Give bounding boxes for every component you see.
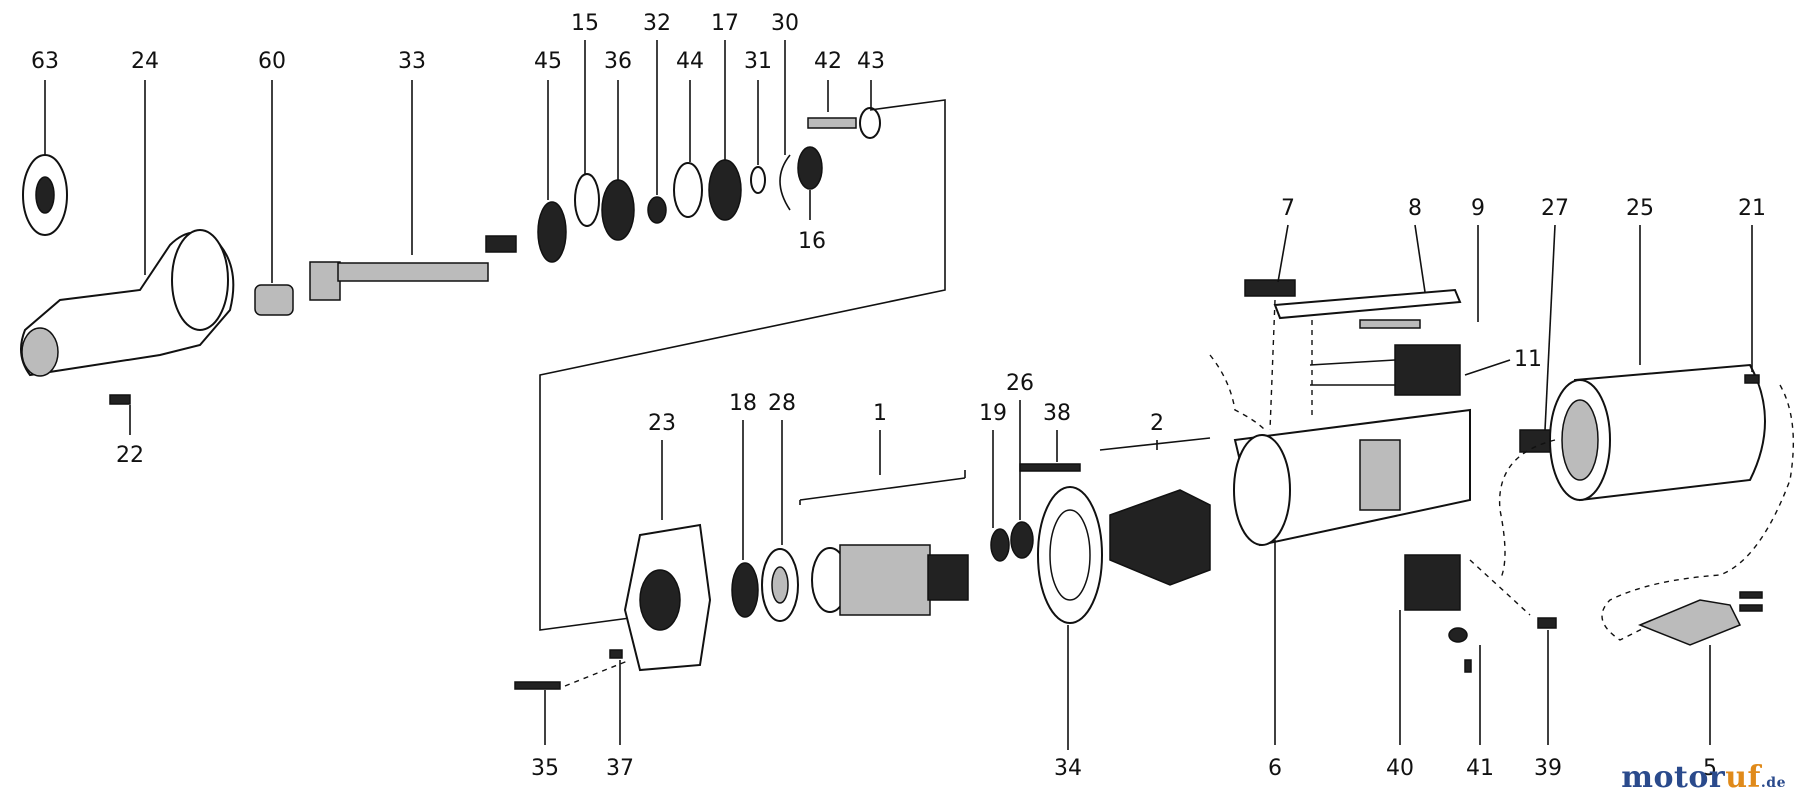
power-cord xyxy=(1601,384,1794,641)
label-31: 31 xyxy=(744,49,772,74)
label-7: 7 xyxy=(1281,196,1295,221)
label-22: 22 xyxy=(116,443,144,468)
label-24: 24 xyxy=(131,49,159,74)
label-39: 39 xyxy=(1534,756,1562,781)
part-38-screw xyxy=(1019,463,1081,472)
part-9-spring xyxy=(1359,319,1421,329)
part-21-screw xyxy=(1744,374,1760,384)
part-8-switch-rod xyxy=(1273,288,1462,320)
watermark-tld: .de xyxy=(1760,775,1786,791)
part-7-switch xyxy=(1244,279,1296,297)
part-24-gear-housing xyxy=(20,229,235,377)
part-labels: 63 24 60 33 45 15 36 32 44 17 31 30 42 4… xyxy=(31,11,1766,781)
label-30: 30 xyxy=(771,11,799,36)
label-15: 15 xyxy=(571,11,599,36)
part-31-ring xyxy=(750,166,766,194)
label-25: 25 xyxy=(1626,196,1654,221)
label-5: 5 xyxy=(1703,756,1717,781)
wire-left xyxy=(1209,354,1266,431)
part-11-switch-block xyxy=(1309,344,1461,396)
part-33-spindle xyxy=(309,235,517,301)
watermark-brand: motor xyxy=(1621,760,1726,795)
label-38: 38 xyxy=(1043,401,1071,426)
part-15-ring xyxy=(574,173,600,227)
label-27: 27 xyxy=(1541,196,1569,221)
label-36: 36 xyxy=(604,49,632,74)
part-41-screw xyxy=(1448,627,1472,673)
connector-line xyxy=(539,99,946,631)
part-23-bearing-plate xyxy=(623,523,712,672)
part-42-screw xyxy=(807,117,857,129)
label-6: 6 xyxy=(1268,756,1282,781)
label-23: 23 xyxy=(648,411,676,436)
label-60: 60 xyxy=(258,49,286,74)
part-5-plug xyxy=(1638,591,1763,646)
label-43: 43 xyxy=(857,49,885,74)
label-40: 40 xyxy=(1386,756,1414,781)
label-1: 1 xyxy=(873,401,887,426)
label-28: 28 xyxy=(768,391,796,416)
part-28-fan xyxy=(761,548,799,622)
label-19: 19 xyxy=(979,401,1007,426)
label-26: 26 xyxy=(1006,371,1034,396)
label-8: 8 xyxy=(1408,196,1422,221)
part-26-bearing xyxy=(1010,521,1034,559)
label-18: 18 xyxy=(729,391,757,416)
label-44: 44 xyxy=(676,49,704,74)
label-9: 9 xyxy=(1471,196,1485,221)
part-39-clamp xyxy=(1537,617,1557,629)
part-44-washer xyxy=(673,162,703,218)
label-21: 21 xyxy=(1738,196,1766,221)
part-60-bushing xyxy=(254,284,294,316)
label-35: 35 xyxy=(531,756,559,781)
leader-lines xyxy=(44,40,1753,750)
part-19-bushing xyxy=(990,528,1010,562)
label-33: 33 xyxy=(398,49,426,74)
label-17: 17 xyxy=(711,11,739,36)
label-63: 63 xyxy=(31,49,59,74)
part-30-circlip xyxy=(779,154,791,211)
label-42: 42 xyxy=(814,49,842,74)
label-32: 32 xyxy=(643,11,671,36)
part-35-screw xyxy=(514,681,561,690)
watermark-accent: uf xyxy=(1725,760,1761,795)
part-17-bearing xyxy=(708,159,742,221)
part-18-bearing xyxy=(731,562,759,618)
label-16: 16 xyxy=(798,229,826,254)
label-2: 2 xyxy=(1150,411,1164,436)
part-2-field xyxy=(1109,489,1211,586)
part-22-screw xyxy=(109,394,131,405)
part-6-motor-housing xyxy=(1233,408,1471,547)
watermark-logo: motoruf.de xyxy=(1621,760,1786,795)
part-1-armature xyxy=(811,544,969,616)
part-40-capacitor xyxy=(1404,554,1461,611)
part-63-nut xyxy=(22,154,68,236)
part-34-washer xyxy=(1037,486,1103,624)
part-32-nut xyxy=(647,196,667,224)
part-45-bearing xyxy=(537,201,567,263)
label-37: 37 xyxy=(606,756,634,781)
cord-left xyxy=(1498,439,1556,581)
part-43-washer xyxy=(859,107,881,139)
label-41: 41 xyxy=(1466,756,1494,781)
dash-switch xyxy=(1269,299,1313,431)
dash-35 xyxy=(564,659,631,687)
part-25-motor-cover xyxy=(1549,363,1766,502)
part-16-gear xyxy=(797,146,823,190)
dash-39 xyxy=(1469,559,1531,616)
part-36-bearing xyxy=(601,179,635,241)
part-37-screw xyxy=(609,649,623,659)
label-34: 34 xyxy=(1054,756,1082,781)
label-45: 45 xyxy=(534,49,562,74)
label-11: 11 xyxy=(1514,347,1542,372)
